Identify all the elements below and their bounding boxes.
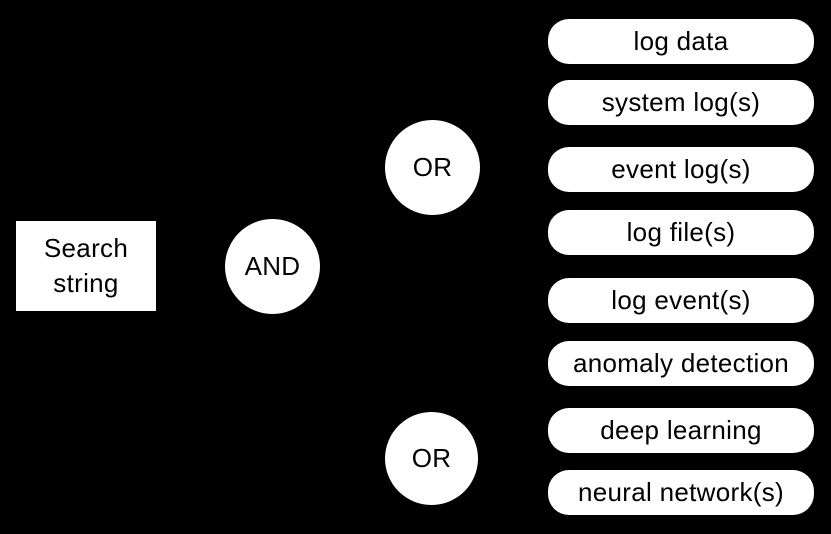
term-pill-anomaly-detection: anomaly detection: [548, 341, 814, 386]
term-pill-log-files: log file(s): [548, 210, 814, 255]
and-operator-node: AND: [225, 219, 320, 314]
or-operator-node-top: OR: [385, 120, 480, 215]
term-pill-system-logs: system log(s): [548, 80, 814, 125]
term-pill-log-events: log event(s): [548, 278, 814, 323]
term-pill-event-logs: event log(s): [548, 147, 814, 192]
search-string-box: Search string: [16, 221, 156, 311]
term-pill-deep-learning: deep learning: [548, 408, 814, 453]
or-operator-node-bottom: OR: [385, 412, 478, 505]
term-pill-neural-networks: neural network(s): [548, 470, 814, 515]
term-pill-log-data: log data: [548, 19, 814, 64]
